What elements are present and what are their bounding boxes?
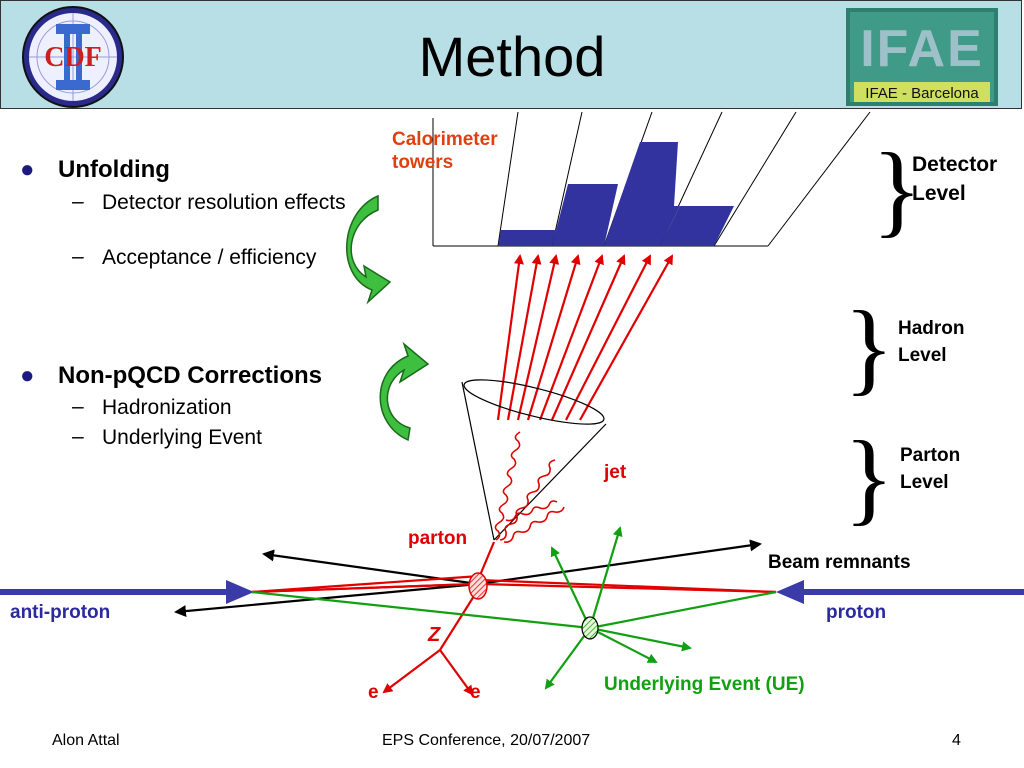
ue-label: Underlying Event (UE)	[604, 674, 805, 695]
detector-level-bracket: }	[872, 132, 922, 247]
page-number: 4	[952, 732, 961, 749]
parton-level-label: Parton Level	[900, 445, 961, 493]
tower-bar	[552, 184, 618, 246]
electron-label: e	[368, 682, 379, 703]
gluon-curls	[494, 431, 565, 543]
ue-vertex	[581, 616, 599, 640]
parton-lines	[251, 541, 777, 696]
cdf-logo: CDF	[22, 6, 124, 108]
hadron-arrows	[496, 254, 673, 421]
bullet-label: Non-pQCD Corrections	[58, 362, 322, 389]
hadron-level-label: Hadron Level	[898, 318, 965, 366]
beam-lines	[0, 580, 1024, 604]
arrow-up-icon	[379, 341, 430, 442]
subitem-text: Underlying Event	[102, 426, 262, 449]
subitem-text: Acceptance / efficiency	[102, 246, 317, 269]
ifae-logo-caption: IFAE - Barcelona	[865, 85, 979, 102]
footer-conference: EPS Conference, 20/07/2007	[382, 732, 591, 749]
subitem-text: Hadronization	[102, 396, 232, 419]
beam-remnants-label: Beam remnants	[768, 552, 911, 573]
jet-cone	[461, 379, 607, 541]
electron-label: e	[470, 682, 481, 703]
tower-bar	[604, 142, 680, 246]
calorimeter-towers	[432, 111, 871, 247]
ifae-logo: IFAE IFAE - Barcelona	[846, 8, 998, 106]
calorimeter-label: Calorimeter towers	[392, 129, 498, 173]
jet-label: jet	[604, 462, 627, 483]
hard-scatter-vertex	[468, 572, 488, 600]
bullet-dot: ●	[20, 156, 35, 183]
arrow-down-icon	[345, 194, 392, 305]
tower-bar	[498, 230, 556, 246]
cdf-logo-text: CDF	[44, 42, 102, 73]
parton-label: parton	[408, 528, 468, 549]
z-label: Z	[428, 624, 441, 646]
ifae-logo-letters: IFAE	[860, 20, 984, 78]
bullet-label: Unfolding	[58, 156, 170, 183]
detector-level-label: Detector Level	[912, 153, 998, 205]
anti-proton-label: anti-proton	[10, 602, 111, 623]
beam-remnants	[174, 539, 762, 618]
bullet-dot: ●	[20, 362, 35, 389]
parton-level-bracket: }	[844, 420, 894, 535]
subitem-text: Detector resolution effects	[102, 191, 346, 214]
ue-lines	[251, 526, 777, 690]
footer-author: Alon Attal	[52, 732, 120, 749]
page-title: Method	[418, 25, 606, 88]
hadron-level-bracket: }	[844, 290, 894, 405]
tower-bar	[660, 206, 734, 246]
proton-label: proton	[826, 602, 887, 623]
